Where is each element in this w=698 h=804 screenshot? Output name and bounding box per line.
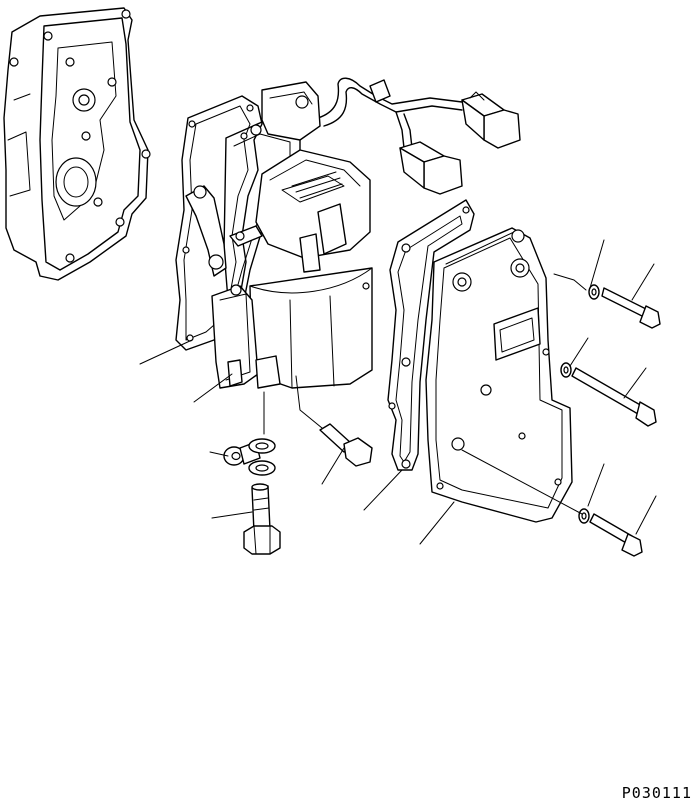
actuator-bolt xyxy=(320,424,372,466)
cover-bolt-upper xyxy=(589,285,660,328)
governor-housing xyxy=(4,8,150,280)
governor-cover xyxy=(426,228,572,522)
leader-lines xyxy=(140,240,656,544)
connector-upper xyxy=(462,92,520,148)
governor-actuator xyxy=(224,82,372,388)
wiring-harness xyxy=(318,78,462,148)
cover-bolt-lower xyxy=(579,509,642,556)
mounting-bracket xyxy=(212,285,280,388)
control-lever xyxy=(186,186,262,276)
cover-gasket xyxy=(388,200,474,470)
cover-bolt-middle xyxy=(561,363,656,426)
connector-lower xyxy=(400,142,462,194)
banjo-bolt xyxy=(244,484,280,554)
drawing-number: P030111 xyxy=(621,784,692,802)
washers xyxy=(249,439,275,475)
